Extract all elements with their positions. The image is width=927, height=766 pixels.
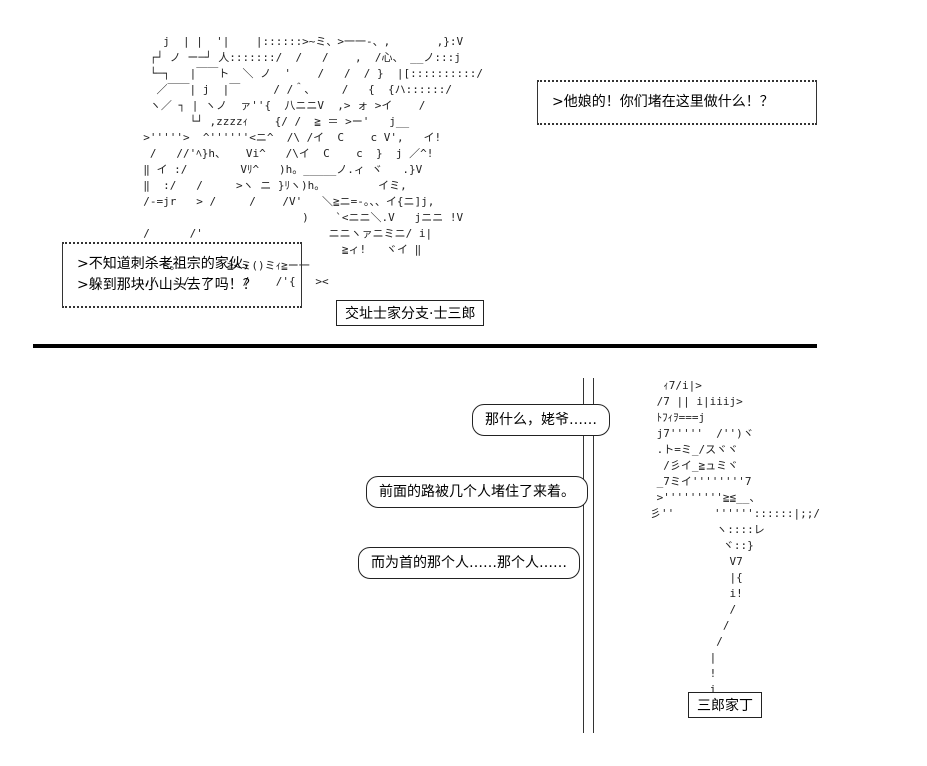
- top-left-speech-bubble: >不知道刺杀老祖宗的家伙， >躲到那块小山头去了吗！？: [62, 242, 302, 308]
- speech-bubble-3: 而为首的那个人……那个人……: [358, 547, 580, 579]
- top-ascii-art: j | | '| |::::::>~ミ、>一一-、, ,}:V ┌┘ ノ ー─┘…: [143, 35, 484, 288]
- speech-line: >不知道刺杀老祖宗的家伙，: [77, 256, 257, 272]
- top-right-speech-bubble: >他娘的！你们堵在这里做什么！？: [537, 80, 817, 125]
- vertical-line: [583, 378, 584, 733]
- character-label-top: 交址士家分支·士三郎: [336, 300, 485, 326]
- speech-line: >躲到那块小山头去了吗！？: [77, 277, 257, 293]
- speech-bubble-1: 那什么，姥爷……: [472, 404, 610, 436]
- bottom-ascii-art: ｨ7/i|> /7 || i|iiij> ﾄﾌｨｦ===j j7''''' /'…: [650, 379, 820, 696]
- speech-bubble-2: 前面的路被几个人堵住了来着。: [366, 476, 588, 508]
- character-label-bottom: 三郎家丁: [688, 692, 762, 718]
- speech-line: >他娘的！你们堵在这里做什么！？: [552, 94, 774, 110]
- vertical-line: [593, 378, 594, 733]
- panel-divider: [33, 344, 817, 348]
